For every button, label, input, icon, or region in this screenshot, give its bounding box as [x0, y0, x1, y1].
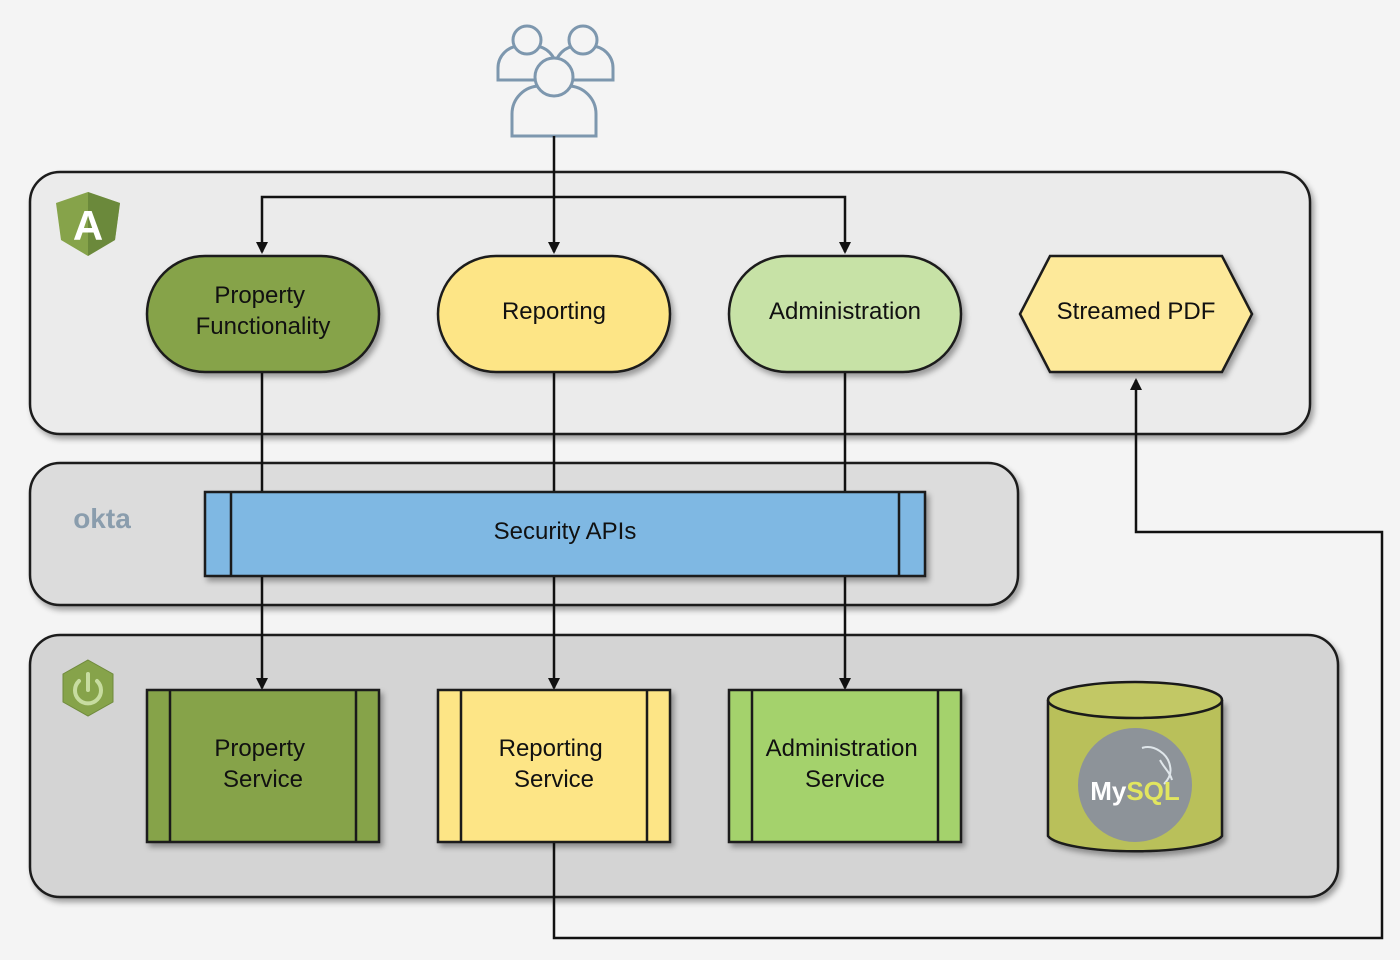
connector-to-property — [256, 195, 554, 254]
mysql-logo-sql: SQL — [1126, 776, 1180, 806]
mysql-database[interactable]: MySQL — [1046, 680, 1224, 853]
property-label-line-2: Functionality — [196, 313, 331, 340]
reporting-label: Reporting — [502, 298, 606, 325]
mysql-logo-my: My — [1090, 776, 1127, 806]
administration-label: Administration — [769, 298, 921, 325]
security-apis-bar[interactable]: Security APIs — [203, 490, 927, 578]
streamed-pdf-label: Streamed PDF — [1057, 298, 1216, 325]
backend-service-reporting[interactable]: Reporting Service — [436, 688, 672, 844]
property-service-label-line-1: Property — [214, 735, 305, 762]
connector-to-administration — [554, 195, 851, 254]
svg-text:Reporting Service: Reporting Service — [499, 735, 610, 793]
administration-service-label-line-1: Administration — [766, 735, 918, 762]
mysql-logo-circle — [1078, 728, 1192, 842]
administration-service-label-line-2: Service — [805, 766, 885, 793]
property-service-label-line-2: Service — [223, 766, 303, 793]
frontend-node-reporting[interactable]: Reporting — [436, 254, 672, 374]
svg-text:Administration Service: Administration Service — [766, 735, 925, 793]
okta-logo: okta — [73, 503, 131, 534]
svg-text:Property Service: Property Service — [214, 735, 311, 793]
mysql-dolphin-icon — [1141, 746, 1173, 785]
backend-service-administration[interactable]: Administration Service — [727, 688, 963, 844]
reporting-service-label-line-2: Service — [514, 766, 594, 793]
spring-logo-icon — [62, 659, 114, 717]
reporting-service-label-line-1: Reporting — [499, 735, 603, 762]
frontend-node-administration[interactable]: Administration — [727, 254, 963, 374]
security-apis-label: Security APIs — [494, 518, 637, 545]
property-label-line-1: Property — [214, 282, 305, 309]
angular-logo-letter: A — [73, 202, 103, 249]
frontend-node-streamed-pdf[interactable]: Streamed PDF — [1018, 254, 1254, 374]
svg-text:Property Functionality: Property Functionality — [196, 282, 331, 340]
angular-logo-icon: A — [56, 192, 120, 256]
svg-text:MySQL: MySQL — [1090, 776, 1180, 806]
frontend-node-property[interactable]: Property Functionality — [145, 254, 381, 374]
connector-reporting-service-to-pdf — [552, 378, 1384, 940]
users-icon — [496, 24, 615, 138]
backend-service-property[interactable]: Property Service — [145, 688, 381, 844]
